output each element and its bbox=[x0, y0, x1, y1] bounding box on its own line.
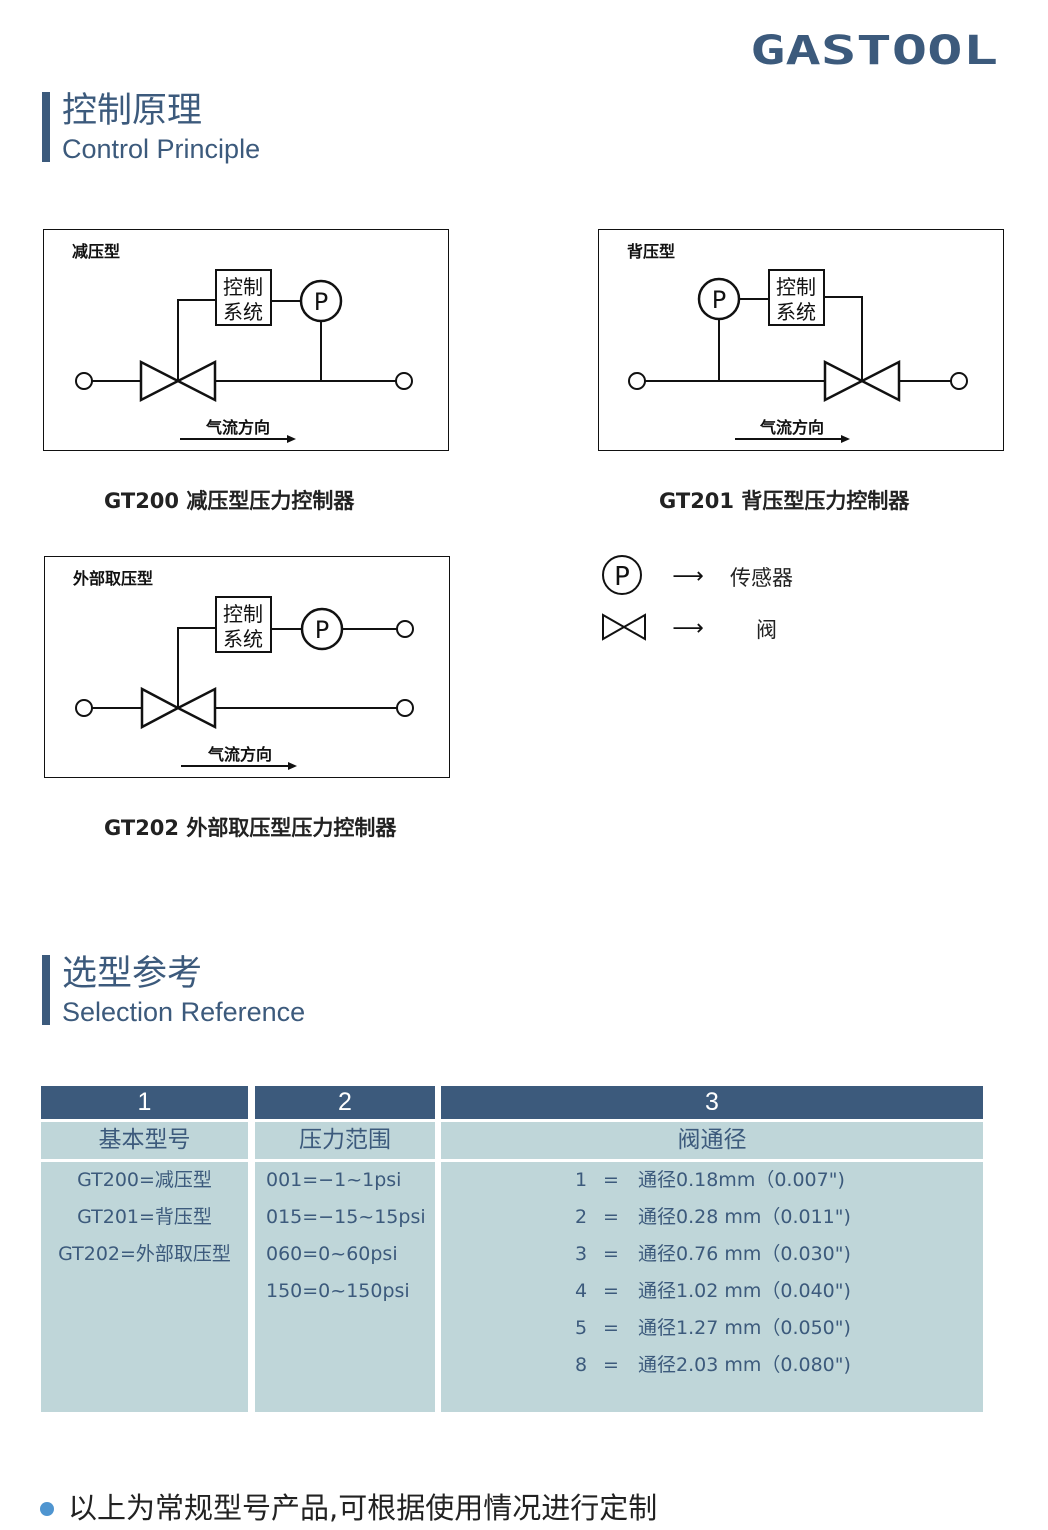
legend-arrow: ⟶ bbox=[672, 564, 704, 589]
orifice-desc: 通径0.28 mm（0.011") bbox=[638, 1206, 851, 1228]
control-system-box bbox=[768, 269, 825, 326]
gastool-logo: GASTOOL bbox=[750, 32, 998, 68]
column-number: 3 bbox=[441, 1086, 983, 1119]
footnote-text: 以上为常规型号产品,可根据使用情况进行定制 bbox=[68, 1491, 658, 1525]
table-cell: GT201=背压型 bbox=[77, 1206, 212, 1228]
footnote: 以上为常规型号产品,可根据使用情况进行定制 bbox=[40, 1490, 740, 1530]
svg-text:系统: 系统 bbox=[776, 300, 816, 324]
external-sensing-port bbox=[396, 620, 414, 638]
valve-icon bbox=[139, 359, 217, 403]
diagram-gt202: 外部取压型 控制 系统 P 气流方向 bbox=[44, 556, 450, 778]
table-cell: GT202=外部取压型 bbox=[58, 1243, 231, 1265]
orifice-desc: 通径1.27 mm（0.050") bbox=[638, 1317, 851, 1339]
equals-sign: = bbox=[603, 1206, 619, 1228]
diagram-type-label: 减压型 bbox=[72, 242, 120, 261]
column-number: 2 bbox=[255, 1086, 435, 1119]
orifice-code: 1 bbox=[575, 1169, 588, 1191]
table-cell: GT200=减压型 bbox=[77, 1169, 212, 1191]
selection-table: 1 基本型号 GT200=减压型 GT201=背压型 GT202=外部取压型 2… bbox=[41, 1086, 983, 1412]
heading-accent-bar bbox=[42, 955, 50, 1025]
table-cell: 060=0~60psi bbox=[266, 1243, 398, 1265]
outlet-port bbox=[395, 372, 413, 390]
flow-direction-label: 气流方向 bbox=[759, 418, 824, 437]
table-column-base-model: 1 基本型号 GT200=减压型 GT201=背压型 GT202=外部取压型 bbox=[41, 1086, 248, 1412]
svg-text:控制: 控制 bbox=[223, 602, 263, 626]
section-title-en: Selection Reference bbox=[62, 997, 306, 1027]
orifice-desc: 通径0.76 mm（0.030") bbox=[638, 1243, 851, 1265]
flow-direction-label: 气流方向 bbox=[207, 745, 272, 764]
column-header: 基本型号 bbox=[41, 1119, 248, 1162]
orifice-code: 4 bbox=[575, 1280, 588, 1302]
column-number: 1 bbox=[41, 1086, 248, 1119]
equals-sign: = bbox=[603, 1280, 619, 1302]
orifice-desc: 通径2.03 mm（0.080") bbox=[638, 1354, 851, 1376]
svg-text:P: P bbox=[315, 616, 329, 644]
svg-text:控制: 控制 bbox=[223, 275, 263, 299]
inlet-port bbox=[75, 699, 93, 717]
legend-row-valve: ⟶ 阀 bbox=[600, 607, 860, 651]
section-title-en: Control Principle bbox=[62, 134, 261, 164]
caption-gt202: GT202 外部取压型压力控制器 bbox=[104, 816, 397, 840]
legend-arrow: ⟶ bbox=[672, 616, 704, 641]
equals-sign: = bbox=[603, 1317, 619, 1339]
valve-icon bbox=[823, 359, 901, 403]
orifice-code: 2 bbox=[575, 1206, 588, 1228]
heading-accent-bar bbox=[42, 92, 50, 162]
orifice-code: 8 bbox=[575, 1354, 588, 1376]
table-cell: 150=0~150psi bbox=[266, 1280, 410, 1302]
table-row: 2 = 通径0.28 mm（0.011") bbox=[441, 1203, 983, 1240]
diagram-gt201: 背压型 P 控制 系统 气流方向 bbox=[598, 229, 1004, 451]
svg-text:P: P bbox=[314, 288, 328, 316]
caption-gt201: GT201 背压型压力控制器 bbox=[659, 489, 910, 513]
column-header: 阀通径 bbox=[441, 1119, 983, 1162]
control-system-box bbox=[215, 269, 272, 326]
inlet-port bbox=[75, 372, 93, 390]
diagram-gt200: 减压型 控制 系统 P 气流方向 bbox=[43, 229, 449, 451]
legend-label-sensor: 传感器 bbox=[730, 566, 793, 590]
valve-icon bbox=[140, 686, 217, 730]
valve-symbol-icon bbox=[602, 613, 646, 641]
bullet-dot-icon bbox=[40, 1502, 54, 1516]
legend-row-sensor: P ⟶ 传感器 bbox=[600, 554, 860, 598]
legend-label-valve: 阀 bbox=[756, 618, 777, 642]
sensor-symbol-icon bbox=[602, 555, 642, 595]
control-system-box bbox=[215, 596, 272, 653]
flow-arrow-icon bbox=[288, 762, 297, 770]
column-header: 压力范围 bbox=[255, 1119, 435, 1162]
table-row: 4 = 通径1.02 mm（0.040") bbox=[441, 1277, 983, 1314]
table-row: 8 = 通径2.03 mm（0.080") bbox=[441, 1351, 983, 1388]
svg-text:系统: 系统 bbox=[223, 627, 263, 651]
orifice-desc: 通径0.18mm（0.007") bbox=[638, 1169, 845, 1191]
orifice-code: 3 bbox=[575, 1243, 588, 1265]
table-cell: 001=−1~1psi bbox=[266, 1169, 402, 1191]
table-column-pressure-range: 2 压力范围 001=−1~1psi 015=−15~15psi 060=0~6… bbox=[255, 1086, 435, 1412]
svg-text:P: P bbox=[614, 562, 630, 592]
caption-gt200: GT200 减压型压力控制器 bbox=[104, 489, 355, 513]
equals-sign: = bbox=[603, 1243, 619, 1265]
svg-text:控制: 控制 bbox=[776, 275, 816, 299]
equals-sign: = bbox=[603, 1169, 619, 1191]
flow-arrow-icon bbox=[841, 435, 850, 443]
svg-text:系统: 系统 bbox=[223, 300, 263, 324]
table-row: 5 = 通径1.27 mm（0.050") bbox=[441, 1314, 983, 1351]
svg-text:P: P bbox=[712, 286, 726, 314]
section-title-zh: 控制原理 bbox=[62, 91, 203, 131]
table-row: 3 = 通径0.76 mm（0.030") bbox=[441, 1240, 983, 1277]
section-title-zh: 选型参考 bbox=[62, 954, 203, 994]
flow-arrow-icon bbox=[287, 435, 296, 443]
diagram-type-label: 外部取压型 bbox=[72, 569, 153, 588]
outlet-port bbox=[950, 372, 968, 390]
logo-text: GASTOOL bbox=[750, 32, 998, 68]
equals-sign: = bbox=[603, 1354, 619, 1376]
flow-direction-label: 气流方向 bbox=[205, 418, 270, 437]
diagram-type-label: 背压型 bbox=[627, 242, 675, 261]
orifice-desc: 通径1.02 mm（0.040") bbox=[638, 1280, 851, 1302]
table-column-valve-orifice: 3 阀通径 1 = 通径0.18mm（0.007") 2 = 通径0.28 mm（0.0… bbox=[441, 1086, 983, 1412]
outlet-port bbox=[396, 699, 414, 717]
table-row: 1 = 通径0.18mm（0.007") bbox=[441, 1166, 983, 1203]
orifice-code: 5 bbox=[575, 1317, 588, 1339]
inlet-port bbox=[628, 372, 646, 390]
table-cell: 015=−15~15psi bbox=[266, 1206, 426, 1228]
